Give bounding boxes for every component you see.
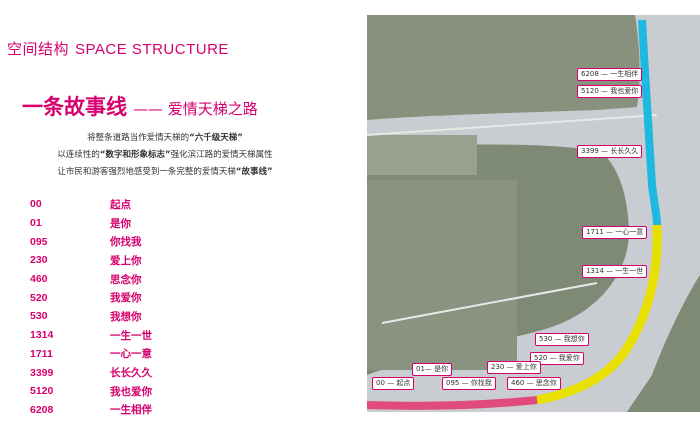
map-city — [367, 180, 517, 370]
intro-line-3-a: 让市民和游客强烈地感受到一条完整的爱情天梯 — [57, 167, 236, 177]
step-text: 是你 — [110, 217, 131, 230]
intro-line-3: 让市民和游客强烈地感受到一条完整的爱情天梯“故事线” — [0, 164, 330, 181]
map-callout: 01— 是你 — [412, 363, 453, 376]
map-callout: 520 — 我爱你 — [530, 352, 584, 365]
map-callout: 6208 — 一生相伴 — [577, 68, 643, 81]
intro-line-2-a: 以连续性的 — [57, 150, 100, 160]
headline-sub: —— 爱情天梯之路 — [133, 100, 258, 118]
intro-line-1: 将整条道路当作爱情天梯的“六千级天梯” — [0, 130, 330, 147]
step-text: 一生一世 — [110, 329, 152, 342]
step-number: 1711 — [30, 347, 53, 360]
headline-main: 一条故事线 — [22, 95, 127, 119]
step-number: 520 — [30, 291, 48, 304]
step-number: 01 — [30, 217, 42, 230]
step-row: 1314 一生一世 — [30, 326, 190, 345]
step-row: 095 你找我 — [30, 232, 190, 251]
step-text: 思念你 — [110, 273, 142, 286]
intro-line-1-b: “六千级天梯” — [189, 133, 243, 143]
section-title-cn: 空间结构 — [7, 40, 70, 58]
aerial-map: 6208 — 一生相伴 5120 — 我也爱你 3399 — 长长久久 1711… — [367, 15, 700, 412]
map-callout: 530 — 我想你 — [535, 333, 589, 346]
map-bridge — [367, 114, 658, 136]
step-row: 3399 长长久久 — [30, 363, 190, 382]
map-bridge-south — [381, 282, 598, 324]
map-callout: 095 — 你找我 — [442, 377, 496, 390]
step-number: 6208 — [30, 403, 54, 416]
step-row: 230 爱上你 — [30, 251, 190, 270]
route-pink-segment — [367, 396, 538, 410]
step-list: 00 起点 01 是你 095 你找我 230 爱上你 460 思念你 520 我爱你 53… — [30, 195, 190, 419]
map-callout: 230 — 爱上你 — [487, 361, 541, 374]
step-row: 00 起点 — [30, 195, 190, 214]
intro-line-2-c: 强化滨江路的爱情天梯属性 — [170, 150, 273, 160]
step-text: 你找我 — [110, 236, 142, 249]
step-text: 爱上你 — [110, 254, 142, 267]
map-callout: 1711 — 一心一意 — [582, 226, 648, 239]
section-title: 空间结构 SPACE STRUCTURE — [7, 38, 229, 59]
intro-text: 将整条道路当作爱情天梯的“六千级天梯” 以连续性的“数字和形象标志”强化滨江路的… — [0, 130, 330, 181]
map-callout: 460 — 思念你 — [507, 377, 561, 390]
step-text: 长长久久 — [110, 367, 152, 380]
map-callout: 5120 — 我也爱你 — [577, 85, 643, 98]
step-text: 我想你 — [110, 310, 142, 323]
map-callout: 1314 — 一生一世 — [582, 265, 648, 278]
intro-line-1-a: 将整条道路当作爱情天梯的 — [87, 133, 190, 143]
step-number: 230 — [30, 254, 48, 267]
step-number: 3399 — [30, 366, 54, 379]
map-river — [367, 15, 700, 412]
step-number: 5120 — [30, 385, 54, 398]
section-title-en: SPACE STRUCTURE — [75, 41, 229, 58]
map-callout: 00 — 起点 — [372, 377, 415, 390]
route-yellow-segment — [536, 224, 662, 405]
step-number: 530 — [30, 310, 48, 323]
intro-line-2: 以连续性的“数字和形象标志”强化滨江路的爱情天梯属性 — [0, 147, 330, 164]
step-text: 我也爱你 — [110, 385, 152, 398]
step-number: 00 — [30, 198, 42, 211]
step-number: 095 — [30, 235, 48, 248]
step-text: 一生相伴 — [110, 404, 152, 417]
step-row: 460 思念你 — [30, 270, 190, 289]
map-callout: 3399 — 长长久久 — [577, 145, 643, 158]
map-bridge-area — [367, 135, 477, 175]
headline: 一条故事线 —— 爱情天梯之路 — [22, 91, 258, 121]
step-row: 6208 一生相伴 — [30, 401, 190, 420]
step-text: 一心一意 — [110, 348, 152, 361]
step-row: 1711 一心一意 — [30, 345, 190, 364]
intro-line-3-b: “故事线” — [235, 167, 273, 177]
step-row: 530 我想你 — [30, 307, 190, 326]
aerial-map-svg — [367, 15, 700, 412]
step-row: 520 我爱你 — [30, 288, 190, 307]
step-row: 5120 我也爱你 — [30, 382, 190, 401]
step-number: 1314 — [30, 329, 54, 342]
intro-line-2-b: “数字和形象标志” — [99, 150, 171, 160]
step-row: 01 是你 — [30, 214, 190, 233]
step-text: 我爱你 — [110, 292, 142, 305]
step-text: 起点 — [110, 198, 131, 211]
step-number: 460 — [30, 273, 48, 286]
route-blue-segment — [638, 19, 661, 226]
